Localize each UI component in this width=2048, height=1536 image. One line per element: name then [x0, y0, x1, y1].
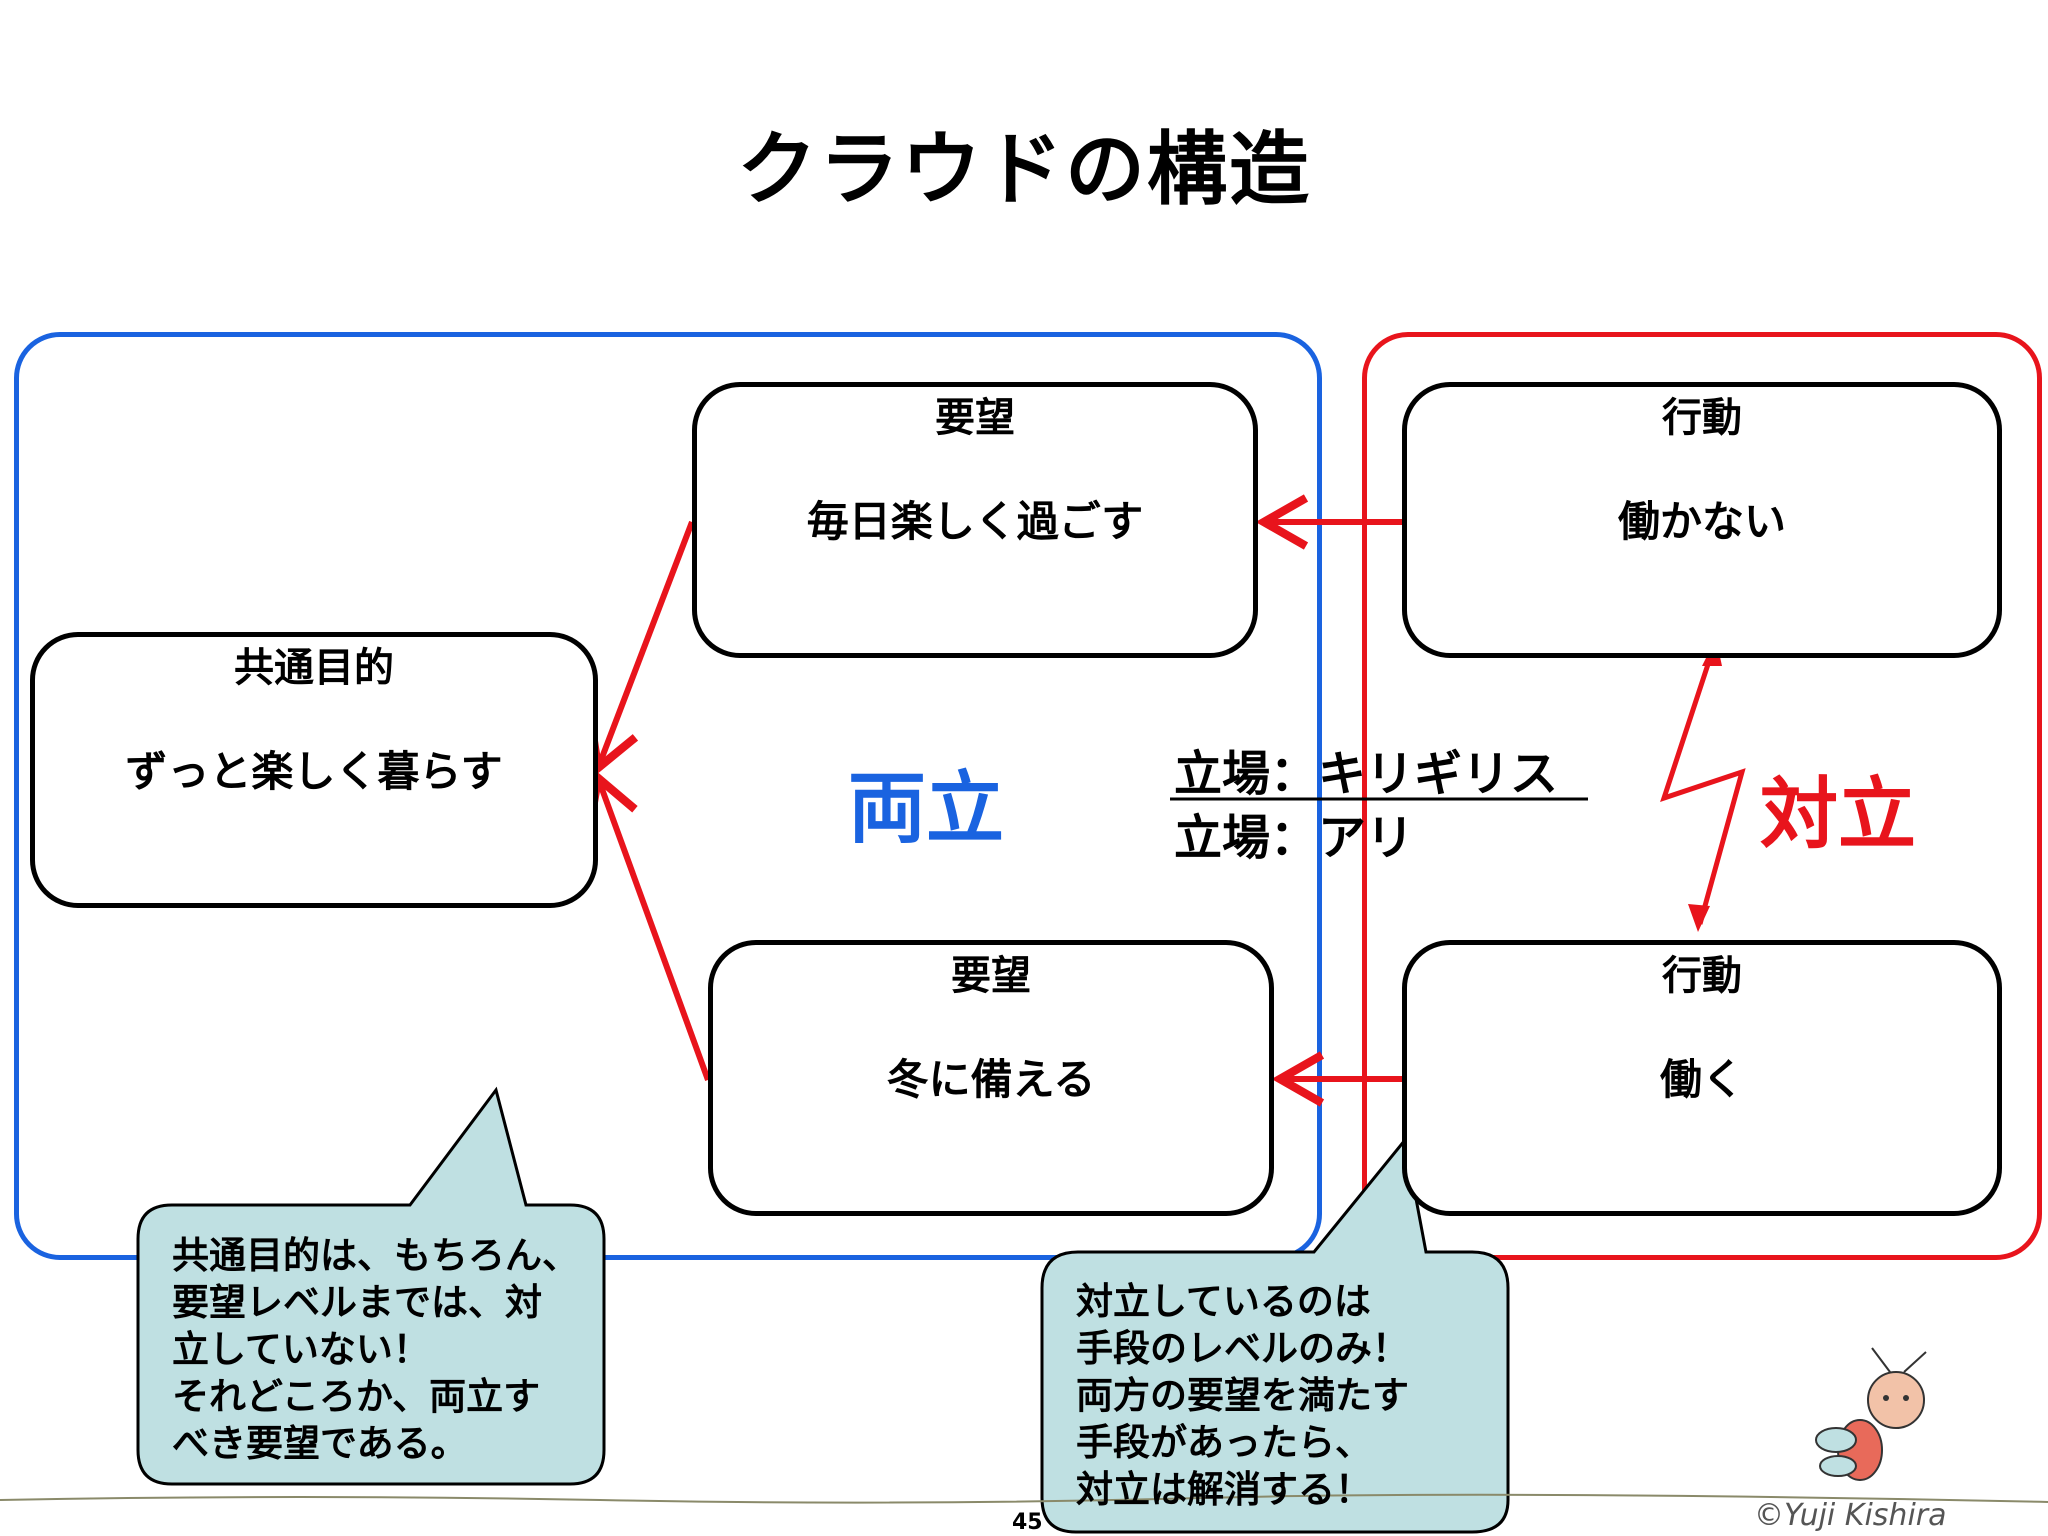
arrow-want-top-to-goal — [586, 520, 695, 776]
compatible-label: 両立 — [848, 764, 1005, 854]
credit-signature: ©Yuji Kishira — [1754, 1498, 1947, 1533]
compatible-group-frame — [14, 332, 1322, 1260]
arrow-want-bottom-to-goal — [585, 770, 711, 1082]
action-bottom-node: 行動 働く — [1402, 940, 2002, 1216]
goal-node: 共通目的 ずっと楽しく暮らす — [30, 632, 598, 908]
want-top-node-title: 要望 — [935, 395, 1015, 441]
want-top-node-text: 毎日楽しく過ごす — [806, 497, 1144, 546]
page-number: 45 — [1012, 1510, 1043, 1535]
callout-right-bubble — [1040, 1136, 1510, 1534]
bee-mascot-icon — [1815, 1347, 1927, 1481]
conflict-group-frame — [1362, 332, 2042, 1260]
action-bottom-node-title: 行動 — [1662, 953, 1742, 999]
position-grasshopper: 立場：キリギリス — [1174, 746, 1559, 802]
position-ant: 立場：アリ — [1174, 810, 1415, 866]
goal-node-text: ずっと楽しく暮らす — [125, 747, 503, 796]
want-bottom-node-title: 要望 — [951, 953, 1031, 999]
action-top-node-title: 行動 — [1662, 395, 1742, 441]
conflict-label: 対立 — [1760, 770, 1917, 860]
callout-right-text: 対立しているのは 手段のレベルのみ！ 両方の要望を満たす 手段があったら、 対立… — [1076, 1280, 1409, 1511]
callout-left-bubble — [136, 1086, 606, 1486]
callout-left-text: 共通目的は、もちろん、 要望レベルまでは、対 立していない！ それどころか、両立… — [172, 1234, 579, 1465]
want-bottom-node-text: 冬に備える — [886, 1055, 1096, 1104]
goal-node-title: 共通目的 — [234, 645, 394, 691]
conflict-zigzag — [1660, 645, 1746, 925]
want-top-node: 要望 毎日楽しく過ごす — [692, 382, 1258, 658]
action-top-node-text: 働かない — [1617, 497, 1786, 546]
grass-line — [0, 1493, 2048, 1504]
action-bottom-node-text: 働く — [1659, 1055, 1744, 1104]
want-bottom-node: 要望 冬に備える — [708, 940, 1274, 1216]
action-top-node: 行動 働かない — [1402, 382, 2002, 658]
page-title: クラウドの構造 — [737, 123, 1311, 216]
zigzag-arrow-down — [1688, 904, 1710, 932]
